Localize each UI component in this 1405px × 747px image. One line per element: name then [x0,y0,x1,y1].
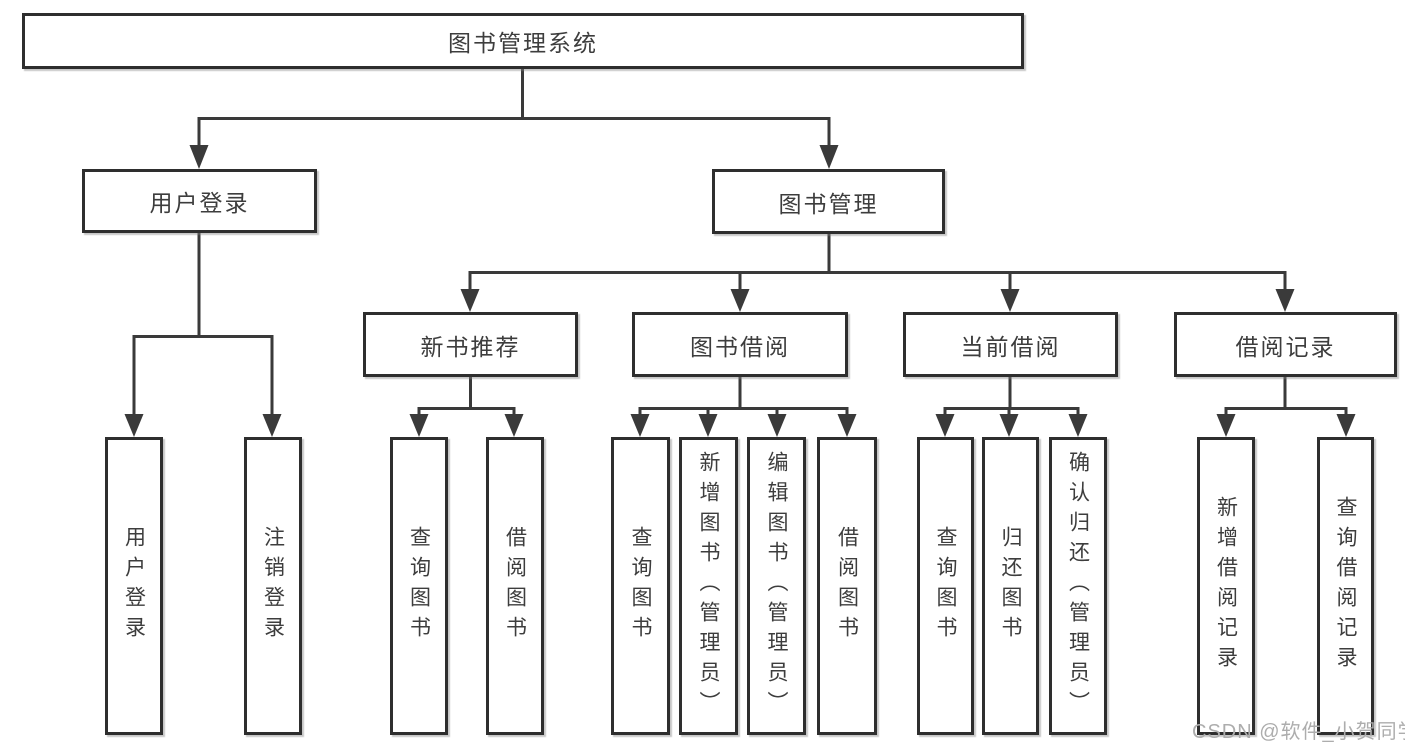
node-borrow-records: 借阅记录 [1174,312,1397,377]
leaf-query-borrow-record: 查询借阅记录 [1317,437,1374,735]
leaf-logout: 注销登录 [244,437,302,735]
leaf-label: 借阅图书 [835,526,859,646]
connector-user-login-to-leaves [124,233,282,437]
arrowhead-icon [409,414,429,437]
watermark: CSDN @软件_小贺同学 [1192,721,1405,743]
leaf-confirm-return-admin: 确认归还（管理员） [1049,437,1107,735]
leaf-borrow-books-recommend: 借阅图书 [486,437,544,735]
node-book-borrow: 图书借阅 [632,312,848,377]
leaf-label: 借阅图书 [503,526,527,646]
arrowhead-icon [1000,289,1020,312]
arrowhead-icon [504,414,524,437]
leaf-edit-books-admin: 编辑图书（管理员） [747,437,806,735]
arrowhead-icon [837,414,857,437]
leaf-label: 查询图书 [934,526,957,646]
arrowhead-icon [935,414,955,437]
arrowhead-icon [124,414,144,437]
arrowhead-icon [819,145,839,169]
node-current-borrow: 当前借阅 [903,312,1118,377]
arrowhead-icon [262,414,282,437]
leaf-user-login: 用户登录 [105,437,163,735]
arrowhead-icon [460,289,480,312]
leaf-label: 新增图书（管理员） [697,451,720,721]
connector-new-book-recommend-to-leaves [409,377,524,437]
node-root-library-system: 图书管理系统 [22,13,1024,69]
arrowhead-icon [698,414,718,437]
leaf-label: 用户登录 [122,526,146,646]
arrowhead-icon [630,414,650,437]
leaf-query-books-borrow: 查询图书 [611,437,670,735]
leaf-label: 注销登录 [261,526,285,646]
arrowhead-icon [999,414,1019,437]
leaf-label: 查询图书 [629,526,652,646]
leaf-borrow-books: 借阅图书 [817,437,877,735]
connector-root-to-level2 [189,69,839,169]
leaf-label: 新增借阅记录 [1214,496,1238,676]
leaf-label: 查询图书 [407,526,431,646]
node-new-book-recommend: 新书推荐 [363,312,578,377]
leaf-label: 归还图书 [999,526,1022,646]
arrowhead-icon [1068,414,1088,437]
leaf-label: 查询借阅记录 [1334,496,1357,676]
leaf-label: 确认归还（管理员） [1066,451,1090,721]
arrowhead-icon [767,414,787,437]
leaf-label: 编辑图书（管理员） [765,451,788,721]
leaf-query-books-current: 查询图书 [917,437,974,735]
arrowhead-icon [189,145,209,169]
leaf-query-books-recommend: 查询图书 [390,437,448,735]
leaf-return-books: 归还图书 [982,437,1039,735]
connector-book-management-to-level3 [460,233,1295,312]
arrowhead-icon [1275,289,1295,312]
connector-book-borrow-to-leaves [630,377,857,437]
leaf-add-books-admin: 新增图书（管理员） [679,437,738,735]
leaf-add-borrow-record: 新增借阅记录 [1197,437,1255,735]
connector-borrow-records-to-leaves [1216,377,1356,437]
node-user-login: 用户登录 [82,169,317,233]
arrowhead-icon [1216,414,1236,437]
connector-current-borrow-to-leaves [935,377,1088,437]
arrowhead-icon [1336,414,1356,437]
node-book-management: 图书管理 [712,169,945,234]
arrowhead-icon [730,289,750,312]
